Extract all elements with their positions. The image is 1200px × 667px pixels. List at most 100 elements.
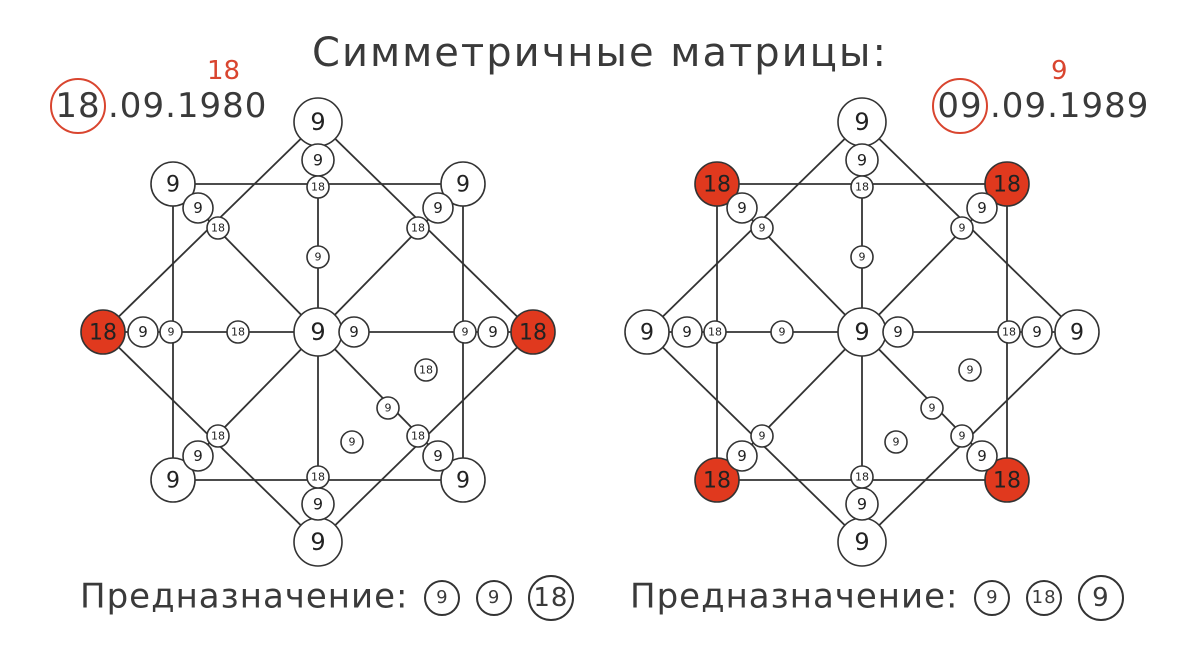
right-date-circled: 09 (932, 78, 988, 134)
right-purpose-label: Предназначение: (630, 576, 959, 617)
left-node-br_inner2-circle (406, 424, 430, 448)
right-node-tr-circle (984, 161, 1030, 207)
right-node-tl_inner: 9 (737, 199, 747, 217)
left-node-diag_b-circle (376, 396, 400, 420)
right-node-right_inner2-circle (997, 320, 1021, 344)
right-node-tr_inner: 9 (977, 199, 987, 217)
right-node-right_inner: 9 (1032, 323, 1042, 341)
left-node-left-circle (80, 309, 126, 355)
left-node-tr_inner: 9 (433, 199, 443, 217)
left-node-top_inner: 9 (313, 150, 323, 169)
left-date-rest: .09.1980 (108, 86, 268, 126)
left-node-bottom_inner2: 18 (311, 471, 325, 484)
right-node-top_inner: 9 (857, 150, 867, 169)
left-node-tr_inner2: 18 (411, 222, 425, 235)
right-node-right-circle (1054, 309, 1100, 355)
left-node-tr_inner-circle (422, 192, 454, 224)
left-purpose-label: Предназначение: (80, 576, 409, 617)
right-node-left_inner2: 18 (708, 326, 722, 339)
left-node-left_inner2: 9 (168, 326, 175, 339)
left-date: 18.09.1980 (50, 78, 267, 134)
right-node-left_inner-circle (671, 316, 703, 348)
left-node-bl: 9 (166, 468, 180, 493)
left-node-tl_inner: 9 (193, 199, 203, 217)
right-node-center: 9 (854, 318, 869, 346)
right-node-bottom_inner: 9 (857, 494, 867, 513)
right-purpose-chip: 9 (974, 580, 1011, 616)
page-title: Симметричные матрицы: (312, 30, 888, 76)
left-node-tr_inner2-circle (406, 216, 430, 240)
left-node-bl_inner2: 18 (211, 430, 225, 443)
left-node-br-circle (440, 457, 486, 503)
left-node-tl-circle (150, 161, 196, 207)
left-node-right_inner: 9 (488, 323, 498, 341)
left-node-bl_inner-circle (182, 440, 214, 472)
right-node-center_upper: 9 (859, 251, 866, 264)
left-purpose-chip: 18 (527, 575, 574, 621)
right-date-sup: 9 (1051, 56, 1068, 86)
left-node-right_inner2-circle (453, 320, 477, 344)
right-node-left: 9 (640, 320, 654, 345)
left-node-bl_inner2-circle (206, 424, 230, 448)
left-node-center_upper: 9 (315, 251, 322, 264)
left-node-tl_inner-circle (182, 192, 214, 224)
right-node-tl_inner-circle (726, 192, 758, 224)
right-purpose-chip: 18 (1026, 580, 1063, 616)
left-node-bottom_inner: 9 (313, 494, 323, 513)
left-node-center: 9 (310, 318, 325, 346)
right-node-br_inner2: 9 (959, 430, 966, 443)
left-node-diag_c-circle (340, 430, 364, 454)
left-node-right_inner-circle (477, 316, 509, 348)
right-node-diag_c-circle (884, 430, 908, 454)
right-node-left_inner: 9 (682, 323, 692, 341)
left-date-circled: 18 (50, 78, 106, 134)
left-node-center_right-circle (338, 316, 370, 348)
left-node-br_inner-circle (422, 440, 454, 472)
right-node-diag_c: 9 (893, 436, 900, 449)
right-node-right: 9 (1070, 320, 1084, 345)
right-node-left_mid: 9 (779, 326, 786, 339)
right-node-bl_inner-circle (726, 440, 758, 472)
left-node-left_inner-circle (127, 316, 159, 348)
right-node-br_inner: 9 (977, 447, 987, 465)
left-purpose: Предназначение: 9 9 18 (80, 575, 574, 621)
right-node-tl: 18 (703, 172, 731, 197)
right-node-diag_a: 9 (967, 364, 974, 377)
left-node-tl_inner2-circle (206, 216, 230, 240)
right-node-left_inner2-circle (703, 320, 727, 344)
left-node-bl-circle (150, 457, 196, 503)
left-node-diag_b: 9 (385, 402, 392, 415)
right-node-bl_inner2: 9 (759, 430, 766, 443)
left-node-left_mid-circle (226, 320, 250, 344)
left-node-top_inner2-circle (306, 175, 330, 199)
left-node-tl_inner2: 18 (211, 222, 225, 235)
left-node-left_inner2-circle (159, 320, 183, 344)
right-node-br_inner2-circle (950, 424, 974, 448)
left-node-left_inner: 9 (138, 323, 148, 341)
right-node-tr_inner2-circle (950, 216, 974, 240)
right-date: 09.09.1989 (932, 78, 1149, 134)
right-node-bottom: 9 (854, 528, 869, 556)
left-node-right_inner2: 9 (462, 326, 469, 339)
left-node-tr: 9 (456, 172, 470, 197)
left-node-top_inner2: 18 (311, 181, 325, 194)
left-purpose-chip: 9 (476, 580, 513, 616)
right-node-bottom_inner2-circle (850, 465, 874, 489)
left-node-br_inner: 9 (433, 447, 443, 465)
left-node-top: 9 (310, 108, 325, 136)
left-purpose-chip: 9 (424, 580, 461, 616)
left-node-bottom_inner2-circle (306, 465, 330, 489)
left-node-br: 9 (456, 468, 470, 493)
left-node-diag_a-circle (414, 358, 438, 382)
right-node-left_mid-circle (770, 320, 794, 344)
left-node-center_upper-circle (306, 245, 330, 269)
left-node-center_right: 9 (349, 323, 359, 341)
left-date-sup: 18 (207, 56, 241, 86)
right-node-diag_b-circle (920, 396, 944, 420)
right-node-diag_a-circle (958, 358, 982, 382)
left-node-left_mid: 18 (231, 326, 245, 339)
left-node-right-circle (510, 309, 556, 355)
left-node-right: 18 (519, 320, 547, 345)
